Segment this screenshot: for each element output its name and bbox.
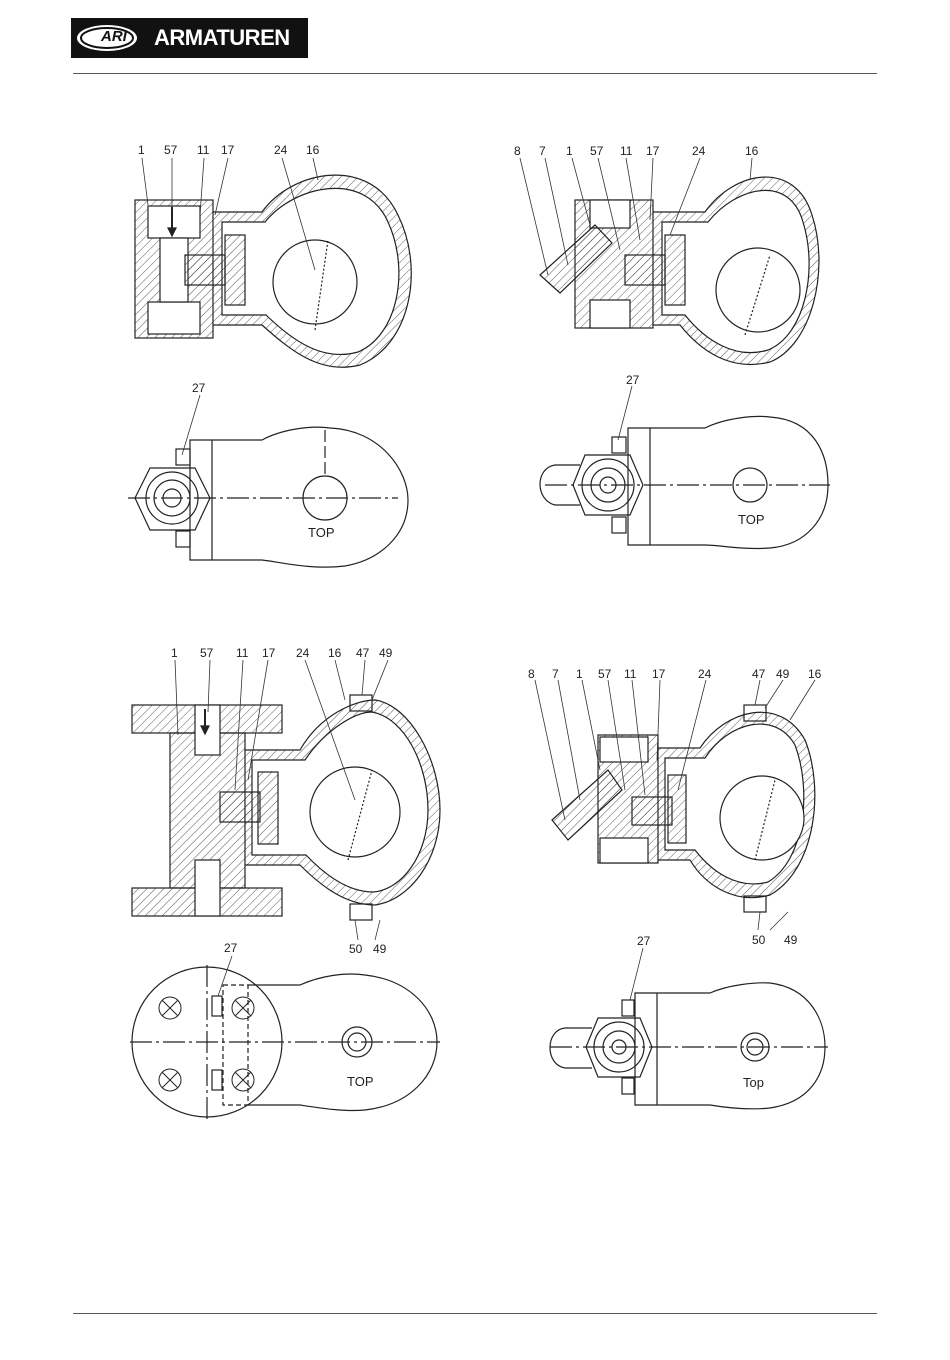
fig2-label-16: 16	[745, 144, 759, 158]
fig1-label-24: 24	[274, 143, 288, 157]
fig3-top-marking: TOP	[347, 1074, 374, 1089]
fig3-bottom-label-50: 50	[349, 942, 363, 956]
fig3-label-1: 1	[171, 646, 178, 660]
fig4-plan-leader	[630, 948, 643, 1000]
fig3-bottom-label-49: 49	[373, 942, 387, 956]
fig2-label-11: 11	[620, 144, 633, 158]
fig2-plan-leader	[618, 386, 632, 440]
fig4-plan-view	[550, 983, 828, 1109]
fig1-plan-label-27: 27	[192, 381, 206, 395]
fig4-label-49: 49	[776, 667, 790, 681]
fig4-bottom-label-50: 50	[752, 933, 766, 947]
fig3-label-47: 47	[356, 646, 370, 660]
fig1-label-17: 17	[221, 143, 235, 157]
fig4-section-view	[552, 705, 815, 912]
fig4-label-7: 7	[552, 667, 559, 681]
fig4-label-17: 17	[652, 667, 666, 681]
fig1-plan-view	[128, 427, 408, 567]
fig4-top-marking: Top	[743, 1075, 764, 1090]
fig2-plan-label-27: 27	[626, 373, 640, 387]
fig2-section-view	[540, 177, 819, 364]
fig1-label-57: 57	[164, 143, 178, 157]
fig2-label-1: 1	[566, 144, 573, 158]
fig3-plan-label-27: 27	[224, 941, 238, 955]
fig3-plan-leader	[218, 956, 232, 996]
fig3-label-17: 17	[262, 646, 276, 660]
fig2-label-8: 8	[514, 144, 521, 158]
fig2-label-24: 24	[692, 144, 706, 158]
fig4-label-1: 1	[576, 667, 583, 681]
fig4-label-24: 24	[698, 667, 712, 681]
fig1-label-1: 1	[138, 143, 145, 157]
fig1-label-16: 16	[306, 143, 320, 157]
fig1-plan-leader	[182, 395, 200, 455]
fig2-label-7: 7	[539, 144, 546, 158]
fig1-label-11: 11	[197, 143, 210, 157]
fig3-label-11: 11	[236, 646, 249, 660]
fig1-section-view	[135, 175, 411, 367]
fig1-top-marking: TOP	[308, 525, 335, 540]
fig2-label-17: 17	[646, 144, 660, 158]
fig2-top-marking: TOP	[738, 512, 765, 527]
fig4-label-8: 8	[528, 667, 535, 681]
fig4-label-57: 57	[598, 667, 612, 681]
fig4-bottom-label-49: 49	[784, 933, 798, 947]
fig3-label-49: 49	[379, 646, 393, 660]
fig3-label-16: 16	[328, 646, 342, 660]
fig4-label-47: 47	[752, 667, 766, 681]
fig3-plan-view	[130, 965, 440, 1120]
fig4-label-11: 11	[624, 667, 637, 681]
fig4-plan-label-27: 27	[637, 934, 651, 948]
fig3-label-57: 57	[200, 646, 214, 660]
fig3-section-view	[132, 695, 440, 920]
fig2-plan-view	[540, 416, 830, 548]
fig2-label-57: 57	[590, 144, 604, 158]
fig4-label-16: 16	[808, 667, 822, 681]
fig3-label-24: 24	[296, 646, 310, 660]
